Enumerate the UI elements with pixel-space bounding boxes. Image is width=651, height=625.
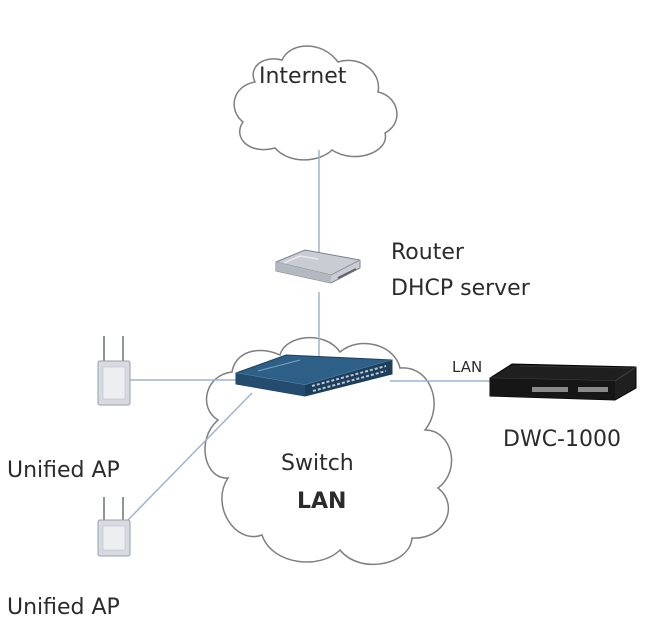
switch-label: Switch	[281, 451, 354, 476]
lan-cloud	[204, 337, 453, 566]
lan-link-label: LAN	[452, 358, 483, 376]
unified-ap-1-label: Unified AP	[7, 458, 120, 483]
switch-icon	[235, 354, 393, 397]
internet-label: Internet	[259, 64, 347, 89]
router-label-line2: DHCP server	[391, 276, 530, 301]
lan-label: LAN	[297, 489, 347, 514]
router-label-line1: Router	[391, 240, 464, 265]
internet-cloud	[233, 45, 398, 161]
access-point-2-icon	[97, 497, 131, 557]
switch-ap2-line	[127, 392, 253, 521]
controller-label: DWC-1000	[503, 427, 621, 452]
router-icon	[275, 249, 361, 284]
access-point-1-icon	[97, 336, 131, 406]
controller-icon	[489, 363, 637, 401]
unified-ap-2-label: Unified AP	[7, 595, 120, 620]
